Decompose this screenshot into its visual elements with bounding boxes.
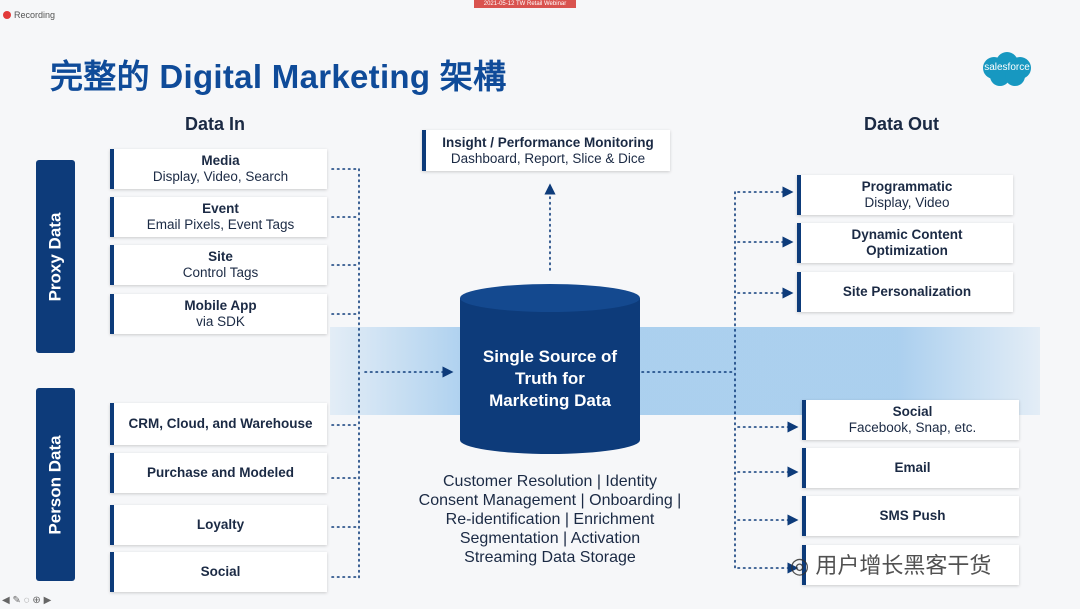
out-card-sms-push: SMS Push	[802, 496, 1019, 536]
proxy-card-mobile-app: Mobile App via SDK	[110, 294, 327, 334]
proxy-data-bar: Proxy Data	[36, 160, 75, 353]
proxy-card-media: Media Display, Video, Search	[110, 149, 327, 189]
out-card-email: Email	[802, 448, 1019, 488]
recording-dot	[3, 11, 11, 19]
slide-controls[interactable]: ◀ ✎ ◌ ⊕ ▶	[2, 595, 51, 606]
single-source-label: Single Source of Truth for Marketing Dat…	[482, 347, 618, 410]
cloud-icon	[983, 52, 1031, 86]
zoom-icon[interactable]: ⊕	[32, 595, 41, 606]
database-cylinder	[460, 284, 640, 454]
next-arrow-icon[interactable]: ▶	[43, 595, 52, 606]
wechat-icon: ◎	[790, 553, 816, 578]
person-data-bar: Person Data	[36, 388, 75, 581]
recording-label: Recording	[14, 10, 56, 20]
insight-card: Insight / Performance Monitoring Dashboa…	[422, 130, 670, 171]
wechat-watermark: ◎ 用户增长黑客干货	[790, 553, 992, 578]
out-card-dynamic-content: Dynamic Content Optimization	[797, 223, 1013, 263]
prev-arrow-icon[interactable]: ◀	[2, 595, 10, 606]
out-card-social: Social Facebook, Snap, etc.	[802, 400, 1019, 440]
person-card-purchase: Purchase and Modeled	[110, 453, 327, 493]
logo-text: salesforce	[984, 62, 1030, 73]
proxy-card-event: Event Email Pixels, Event Tags	[110, 197, 327, 237]
pen-icon[interactable]: ✎	[12, 595, 21, 606]
salesforce-logo: salesforce	[978, 50, 1036, 88]
center-description: Customer Resolution | Identity Consent M…	[418, 473, 682, 566]
out-card-hidden	[802, 545, 1019, 585]
person-card-loyalty: Loyalty	[110, 505, 327, 545]
data-out-heading: Data Out	[864, 114, 940, 134]
out-card-programmatic: Programmatic Display, Video	[797, 175, 1013, 215]
person-card-social: Social	[110, 552, 327, 592]
slide-title: 完整的 Digital Marketing 架構	[50, 58, 507, 95]
person-card-crm: CRM, Cloud, and Warehouse	[110, 403, 327, 445]
meeting-title-tab[interactable]: 2021-05-12 TW Retail Webinar	[474, 0, 576, 8]
circle-icon[interactable]: ◌	[23, 595, 30, 606]
data-in-heading: Data In	[185, 114, 246, 134]
out-card-site-personalization: Site Personalization	[797, 272, 1013, 312]
proxy-card-site: Site Control Tags	[110, 245, 327, 285]
